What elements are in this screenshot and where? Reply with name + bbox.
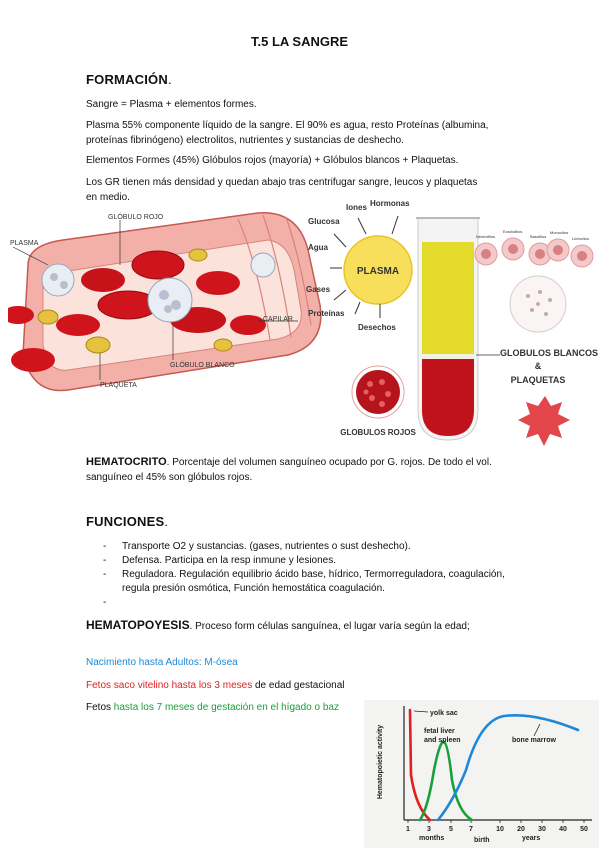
plasma-center-label: PLASMA — [357, 266, 399, 277]
chart-x-tick-label: 1 — [406, 826, 410, 833]
label-plasma: PLASMA — [10, 240, 39, 247]
label-plaqueta: PLAQUETA — [100, 382, 137, 389]
wbc-monocitos: Monocitos — [550, 230, 568, 235]
formacion-p2: Plasma 55% componente líquido de la sang… — [86, 120, 489, 146]
wbc-eosinofilos: Eosinófilos — [503, 229, 522, 234]
funciones-heading: FUNCIONES. — [86, 514, 168, 529]
chart-x-tick-label: 20 — [517, 826, 525, 833]
hematopoyesis-line-blue: Nacimiento hasta Adultos: M-ósea — [86, 657, 238, 668]
hematopoyesis-line-red: Fetos saco vitelino hasta los 3 meses — [86, 680, 253, 691]
hematopoiesis-chart: Hematopoietic activity 1 3 5 7 10 20 30 40 50 yo… — [364, 700, 599, 848]
funciones-heading-text: FUNCIONES — [86, 514, 165, 529]
hematopoyesis-line-green-prefix: Fetos — [86, 702, 114, 713]
chart-x-tick-label: 10 — [496, 826, 504, 833]
hematopoyesis-line-green-row: Fetos hasta los 7 meses de gestación en … — [86, 700, 364, 715]
chart-ylabel: Hematopoietic activity — [377, 725, 384, 799]
hematopoyesis-paragraph: HEMATOPOYESIS. Proceso form células sang… — [86, 618, 506, 634]
hematopoyesis-line-red-row: Fetos saco vitelino hasta los 3 meses de… — [86, 678, 345, 693]
chart-group-birth: birth — [474, 837, 490, 844]
chart-x-tick-label: 50 — [580, 826, 588, 833]
series-label-fetal-liver-1: fetal liver — [424, 728, 455, 735]
funciones-list: Transporte O2 y sustancias. (gases, nutr… — [103, 540, 513, 610]
formacion-p4: Los GR tienen más densidad y quedan abaj… — [86, 177, 478, 203]
plasma-hormonas: Hormonas — [370, 199, 410, 208]
series-label-fetal-liver-2: and spleen — [424, 737, 461, 744]
funciones-item: Transporte O2 y sustancias. (gases, nutr… — [103, 540, 513, 554]
label-globulo-rojo: GLÓBULO ROJO — [108, 212, 164, 221]
chart-x-tick-label: 40 — [559, 826, 567, 833]
series-label-bone-marrow: bone marrow — [512, 737, 557, 744]
wbc-neutrofilos: Neutrófilos — [476, 234, 495, 239]
series-label-yolk-sac: yolk sac — [430, 710, 458, 717]
chart-x-tick-label: 30 — [538, 826, 546, 833]
chart-group-months: months — [419, 835, 444, 842]
funciones-item: Reguladora. Regulación equilibrio ácido … — [103, 568, 513, 596]
chart-series-bone-marrow — [436, 714, 580, 822]
plasma-proteinas: Proteínas — [308, 309, 345, 318]
chart-x-tick-label: 3 — [427, 826, 431, 833]
plasma-agua: Agua — [308, 243, 329, 252]
plasma-composition-illustration: PLASMA Iones Hormonas Glucosa Agua Gases… — [306, 199, 598, 446]
page-title: T.5 LA SANGRE — [250, 34, 349, 49]
plasma-gases: Gases — [306, 285, 331, 294]
chart-x-tick-label: 7 — [469, 826, 473, 833]
formacion-heading: FORMACIÓN. — [86, 72, 172, 87]
hematocrito-paragraph: HEMATOCRITO. Porcentaje del volumen sang… — [86, 455, 516, 485]
formacion-heading-text: FORMACIÓN — [86, 72, 168, 87]
wbc-types-row: Neutrófilos Eosinófilos Basófilos Monoci… — [474, 229, 594, 268]
label-globulos-blancos-2: & — [535, 361, 542, 371]
hematopoyesis-line-red-tail: de edad gestacional — [252, 680, 345, 691]
label-capilar: CAPILAR — [263, 316, 293, 323]
hematopoyesis-term: HEMATOPOYESIS — [86, 618, 190, 632]
wbc-linfocitos: Linfocitos — [572, 236, 589, 241]
label-globulos-blancos-1: GLOBULOS BLANCOS — [500, 348, 598, 358]
funciones-heading-dot: . — [164, 514, 169, 529]
wbc-basofilos: Basófilos — [530, 234, 546, 239]
chart-group-years: years — [522, 835, 540, 842]
plasma-iones: Iones — [346, 203, 367, 212]
chart-series-fetal-liver-and-spleen — [418, 740, 474, 822]
chart-curves — [408, 708, 580, 822]
formacion-p1: Sangre = Plasma + elementos formes. — [86, 99, 257, 110]
hematocrito-text: . Porcentaje del volumen sanguíneo ocupa… — [86, 457, 492, 483]
formacion-heading-dot: . — [167, 72, 172, 87]
chart-x-tick-label: 5 — [449, 826, 453, 833]
plasma-desechos: Desechos — [358, 323, 396, 332]
chart-series-yolk-sac — [408, 708, 432, 822]
blood-vessel-illustration: PLASMA GLÓBULO ROJO CAPILAR GLÓBULO BLAN… — [8, 212, 322, 392]
label-globulos-rojos: GLOBULOS ROJOS — [340, 428, 416, 437]
hematocrito-term: HEMATOCRITO — [86, 456, 167, 468]
plasma-glucosa: Glucosa — [308, 217, 340, 226]
label-globulo-blanco: GLÓBULO BLANCO — [170, 360, 235, 369]
funciones-item: Defensa. Participa en la resp inmune y l… — [103, 554, 513, 568]
hematopoyesis-line-green: hasta los 7 meses de gestación en el híg… — [113, 702, 339, 713]
hematopoyesis-text: . Proceso form células sanguínea, el lug… — [189, 621, 470, 632]
label-globulos-blancos-3: PLAQUETAS — [511, 375, 566, 385]
formacion-p3: Elementos Formes (45%) Glóbulos rojos (m… — [86, 155, 459, 166]
